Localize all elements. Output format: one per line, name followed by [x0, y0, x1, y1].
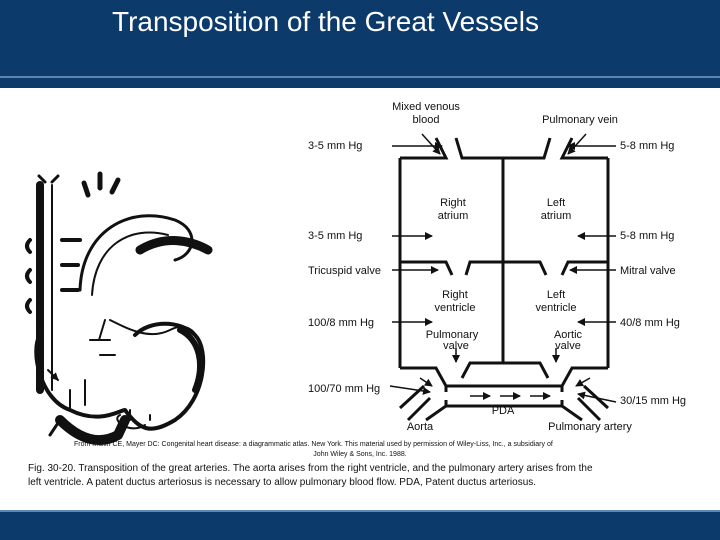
label-pda: PDA: [492, 405, 515, 417]
label-right-atrium-line1: Right: [440, 197, 466, 209]
label-left-ventricle-line1: Left: [547, 289, 565, 301]
label-mixed-venous-line1: Mixed venous: [392, 101, 460, 113]
pressure-left-ventricle: 40/8 mm Hg: [620, 317, 680, 329]
source-credit-line2: John Wiley & Sons, Inc. 1988.: [313, 451, 406, 458]
slide-content: Mixed venous blood Pulmonary vein Right …: [0, 90, 720, 510]
label-left-ventricle-line2: ventricle: [536, 302, 577, 314]
label-aortic-valve-line1: Aortic: [554, 329, 583, 341]
label-pulmonary-valve-line2: valve: [443, 340, 469, 352]
pressure-pulmonary-artery: 30/15 mm Hg: [620, 395, 686, 407]
label-tricuspid-valve: Tricuspid valve: [308, 265, 381, 277]
label-mitral-valve: Mitral valve: [620, 265, 676, 277]
pressure-pulmonary-vein: 5-8 mm Hg: [620, 140, 674, 152]
label-pulmonary-vein: Pulmonary vein: [542, 114, 618, 126]
heart-illustration: [25, 171, 213, 445]
label-pulmonary-valve-line1: Pulmonary: [426, 329, 479, 341]
slide-title: Transposition of the Great Vessels: [112, 6, 539, 37]
pressure-mixed-venous: 3-5 mm Hg: [308, 140, 362, 152]
title-rule: [0, 76, 720, 78]
pressure-left-atrium: 5-8 mm Hg: [620, 230, 674, 242]
label-mixed-venous-line2: blood: [413, 114, 440, 126]
diagram-figure: Mixed venous blood Pulmonary vein Right …: [25, 101, 686, 488]
pressure-aorta: 100/70 mm Hg: [308, 383, 380, 395]
footer-banner: [0, 510, 720, 540]
label-right-atrium-line2: atrium: [438, 210, 469, 222]
label-left-atrium-line2: atrium: [541, 210, 572, 222]
circulation-schematic: [389, 133, 617, 422]
label-aorta: Aorta: [407, 421, 434, 433]
label-right-ventricle-line1: Right: [442, 289, 468, 301]
title-banner: Transposition of the Great Vessels: [0, 0, 720, 88]
footer-rule: [0, 510, 720, 512]
source-credit-line1: From Mullin CE, Mayer DC: Congenital hea…: [74, 441, 553, 448]
label-pulmonary-artery: Pulmonary artery: [548, 421, 632, 433]
pressure-right-ventricle: 100/8 mm Hg: [308, 317, 374, 329]
pressure-right-atrium: 3-5 mm Hg: [308, 230, 362, 242]
figure-caption-line2: left ventricle. A patent ductus arterios…: [28, 477, 536, 488]
figure-caption-line1: Fig. 30-20. Transposition of the great a…: [28, 463, 593, 474]
label-aortic-valve-line2: valve: [555, 340, 581, 352]
label-right-ventricle-line2: ventricle: [435, 302, 476, 314]
label-left-atrium-line1: Left: [547, 197, 565, 209]
